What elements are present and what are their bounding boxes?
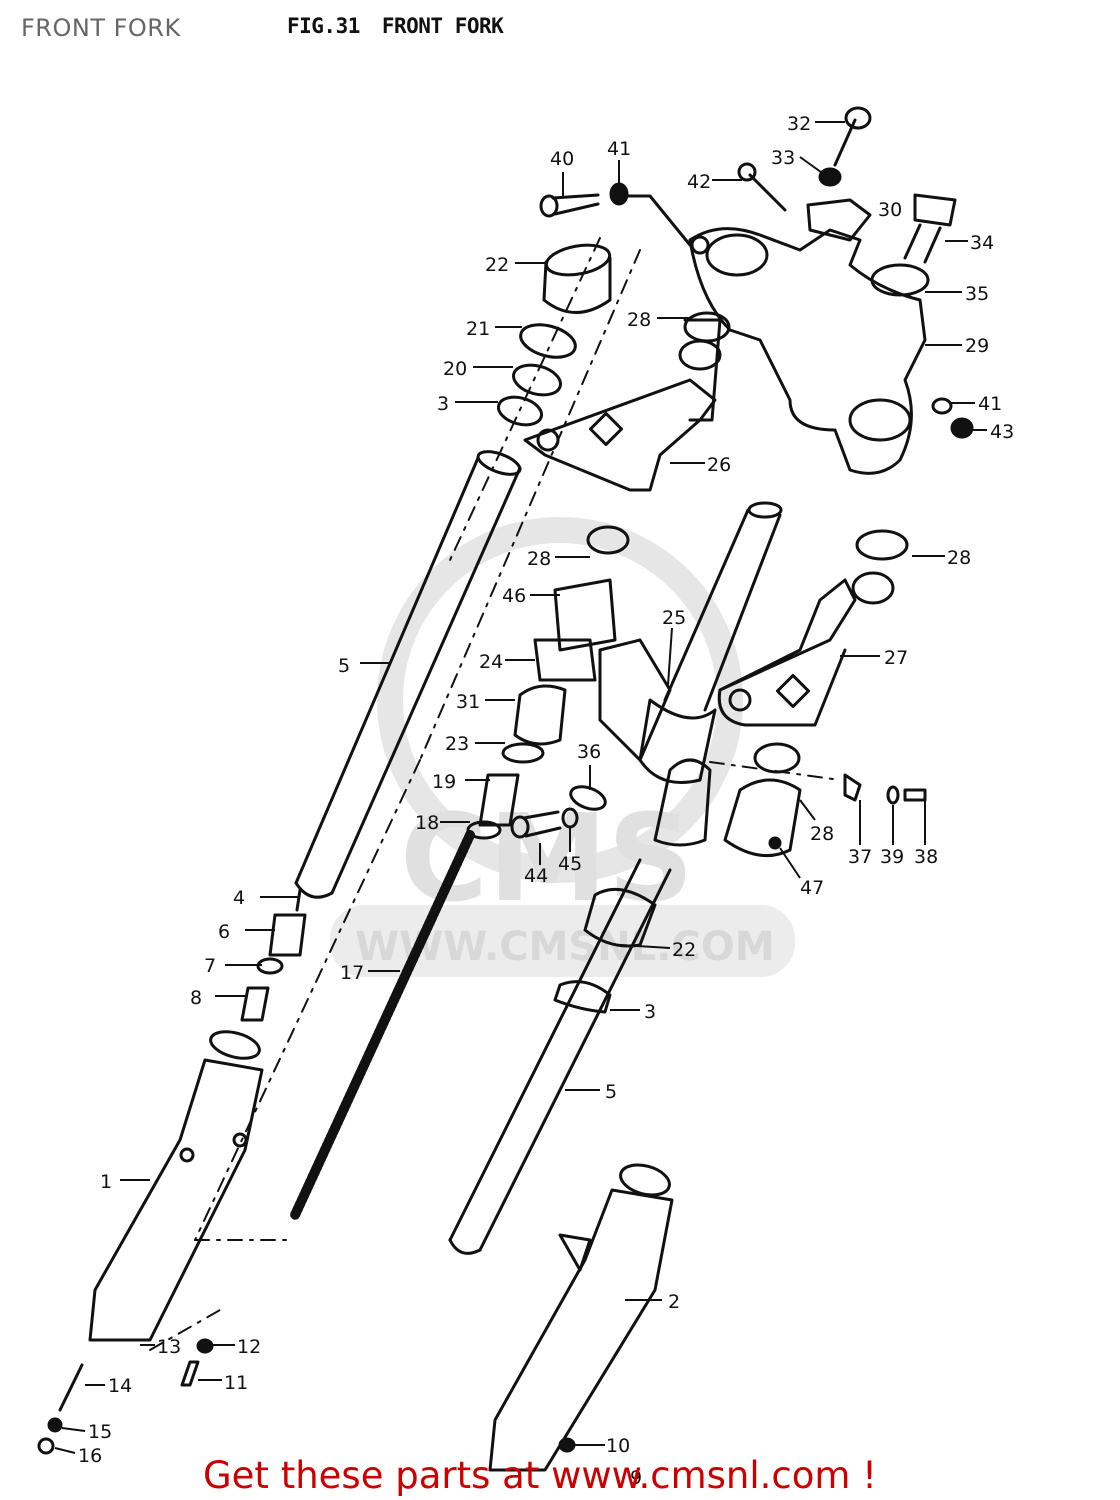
callout-42: 42	[687, 171, 711, 193]
callout-43: 43	[990, 421, 1014, 443]
callout-13: 13	[157, 1336, 181, 1358]
callout-34: 34	[970, 232, 994, 254]
callout-11: 11	[224, 1372, 248, 1394]
callout-28: 28	[627, 309, 651, 331]
right-fork-cap	[653, 758, 712, 847]
callout-45: 45	[558, 853, 582, 875]
fork-boot-top	[542, 243, 612, 314]
inner-tube-left	[294, 450, 522, 899]
callout-5: 5	[605, 1081, 617, 1103]
callout-6: 6	[218, 921, 230, 943]
headlight-bracket-left	[523, 318, 722, 492]
callout-38: 38	[914, 846, 938, 868]
bolt-40	[539, 193, 600, 218]
callout-8: 8	[190, 987, 202, 1009]
callout-24: 24	[479, 651, 503, 673]
callout-32: 32	[787, 113, 811, 135]
fork-spring	[290, 830, 475, 1220]
callout-1: 1	[100, 1171, 112, 1193]
inner-tube-right	[448, 858, 672, 1255]
bolt-42	[737, 162, 787, 212]
callout-2: 2	[668, 1291, 680, 1313]
callout-36: 36	[577, 741, 601, 763]
bolt-34	[903, 193, 957, 264]
callout-35: 35	[965, 283, 989, 305]
callout-26: 26	[707, 454, 731, 476]
callout-21: 21	[466, 318, 490, 340]
callout-28: 28	[947, 547, 971, 569]
callout-33: 33	[771, 147, 795, 169]
callout-17: 17	[340, 962, 364, 984]
steering-stem	[598, 501, 783, 784]
figure-title: FIG.31 FRONT FORK	[287, 14, 525, 38]
bolt-32	[833, 106, 872, 167]
get-parts-link[interactable]: Get these parts at www.cmsnl.com !	[203, 1454, 878, 1497]
callout-22: 22	[485, 254, 509, 276]
figure-name: FRONT FORK	[381, 14, 504, 38]
callout-27: 27	[884, 647, 908, 669]
callout-37: 37	[848, 846, 872, 868]
callout-16: 16	[78, 1445, 102, 1467]
callout-12: 12	[237, 1336, 261, 1358]
callout-20: 20	[443, 358, 467, 380]
callout-5: 5	[338, 655, 350, 677]
callout-39: 39	[880, 846, 904, 868]
callout-18: 18	[415, 812, 439, 834]
headlight-bracket-right	[717, 578, 857, 727]
callout-44: 44	[524, 865, 548, 887]
callout-9: 9	[630, 1467, 642, 1489]
callout-22: 22	[672, 939, 696, 961]
callout-4: 4	[233, 887, 245, 909]
cms-watermark: CMS WWW.CMSNL.COM	[330, 517, 795, 977]
callout-25: 25	[662, 607, 686, 629]
callout-29: 29	[965, 335, 989, 357]
bolt-44	[510, 810, 562, 839]
part-callouts: 1 2 3 3 4 5 5 6 7 8 9 10 11 12 13 14 15 …	[78, 113, 1014, 1489]
callout-47: 47	[800, 877, 824, 899]
figure-number: FIG.31	[287, 14, 360, 38]
callout-31: 31	[456, 691, 480, 713]
callout-46: 46	[502, 585, 526, 607]
callout-30: 30	[878, 199, 902, 221]
callout-40: 40	[550, 148, 574, 170]
callout-41: 41	[607, 138, 631, 160]
callout-10: 10	[606, 1435, 630, 1457]
callout-28: 28	[810, 823, 834, 845]
callout-3: 3	[437, 393, 449, 415]
callout-7: 7	[204, 955, 216, 977]
page-title: FRONT FORK	[21, 14, 181, 42]
callout-41: 41	[978, 393, 1002, 415]
callout-23: 23	[445, 733, 469, 755]
outer-tube-right	[488, 1163, 674, 1472]
callout-3: 3	[644, 1001, 656, 1023]
callout-28: 28	[527, 548, 551, 570]
outer-tube-left	[88, 1030, 264, 1342]
callout-19: 19	[432, 771, 456, 793]
callout-15: 15	[88, 1421, 112, 1443]
callout-14: 14	[108, 1375, 132, 1397]
